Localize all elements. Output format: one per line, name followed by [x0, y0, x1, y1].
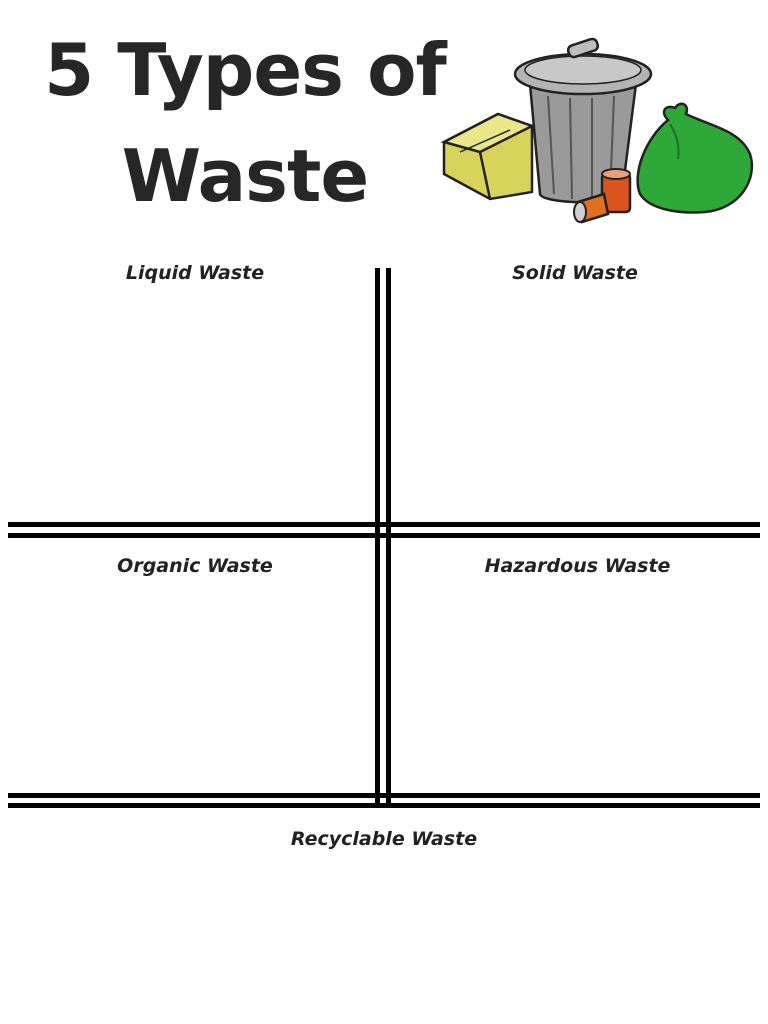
- middle-divider-bottom: [8, 533, 760, 538]
- section-label-liquid-waste: Liquid Waste: [125, 262, 265, 284]
- tin-can-icon: [573, 168, 632, 224]
- section-label-hazardous-waste: Hazardous Waste: [484, 555, 671, 577]
- bottom-divider-top: [8, 793, 760, 798]
- bottom-divider-bottom: [8, 803, 760, 808]
- trash-can-icon: [513, 37, 653, 204]
- page-title-line-1: 5 Types of: [44, 28, 447, 112]
- box-icon: [440, 112, 536, 201]
- middle-divider-top: [8, 522, 760, 527]
- page-title-line-2: Waste: [121, 134, 370, 218]
- trash-can-with-waste-icon: [440, 37, 754, 224]
- section-label-solid-waste: Solid Waste: [512, 262, 638, 284]
- section-label-organic-waste: Organic Waste: [117, 555, 273, 577]
- garbage-bag-icon: [636, 102, 754, 214]
- section-label-recyclable-waste: Recyclable Waste: [290, 828, 478, 850]
